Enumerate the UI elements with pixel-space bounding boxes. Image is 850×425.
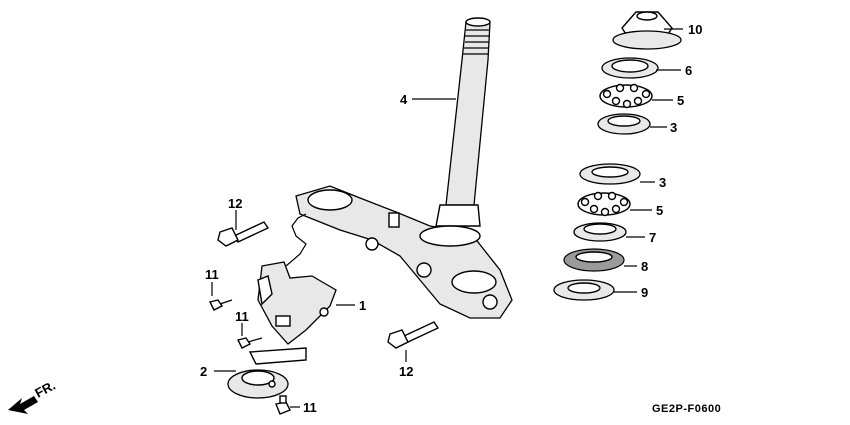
upper-steel-balls (599, 83, 653, 109)
callout-3-upper: 3 (670, 120, 677, 135)
callout-12-upper: 12 (228, 196, 242, 211)
horn-bracket (257, 213, 337, 345)
callout-12-lower: 12 (399, 364, 413, 379)
steering-stem-shaft (435, 17, 491, 227)
screw-11-b (236, 337, 263, 349)
callout-5-lower: 5 (656, 203, 663, 218)
callout-2: 2 (200, 364, 207, 379)
callout-11-c: 11 (303, 400, 317, 415)
screw-11-a (208, 299, 233, 311)
callout-9: 9 (641, 285, 648, 300)
callout-3-lower: 3 (659, 175, 666, 190)
leader-lines (211, 28, 683, 408)
upper-ball-race (597, 113, 651, 135)
callout-4: 4 (400, 92, 408, 107)
lower-steel-balls (577, 191, 631, 217)
drawing-code: GE2P-F0600 (652, 403, 721, 415)
callout-6: 6 (685, 63, 692, 78)
screw-11-c (275, 395, 291, 415)
washer (553, 279, 615, 301)
front-direction-arrow-icon (8, 396, 38, 414)
callout-7: 7 (649, 230, 656, 245)
front-indicator-label: FR. (32, 378, 58, 401)
bottom-cone-race (573, 222, 627, 242)
callout-11-b: 11 (235, 309, 249, 324)
callout-10: 10 (688, 22, 702, 37)
dust-seal (563, 248, 625, 272)
bolt-12-lower (387, 321, 440, 349)
stem-nut (612, 11, 682, 50)
lower-ball-race (579, 163, 641, 185)
callout-8: 8 (641, 259, 648, 274)
horn (227, 347, 307, 399)
callout-1: 1 (359, 298, 366, 313)
top-cone-race (601, 57, 659, 79)
callout-5-upper: 5 (677, 93, 684, 108)
bottom-bridge (295, 185, 513, 319)
bolt-12-upper (217, 221, 270, 247)
callout-11-a: 11 (205, 267, 219, 282)
